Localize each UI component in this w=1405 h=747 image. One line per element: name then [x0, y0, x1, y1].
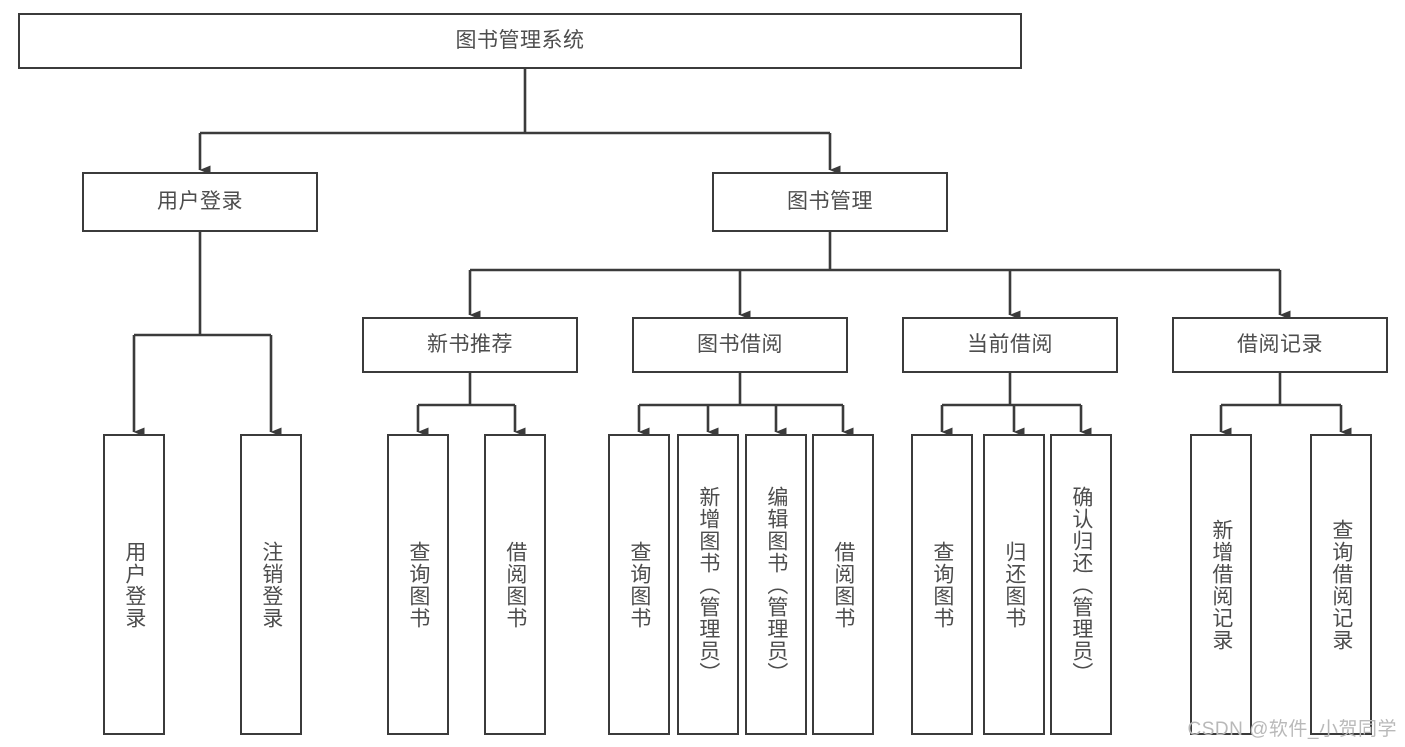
- node-leaf-query-book-1[interactable]: 查询图书: [387, 434, 449, 735]
- node-label: 确认归还（管理员）: [1069, 485, 1093, 684]
- node-user-login[interactable]: 用户登录: [82, 172, 318, 232]
- node-leaf-query-book-3[interactable]: 查询图书: [911, 434, 973, 735]
- node-root[interactable]: 图书管理系统: [18, 13, 1022, 69]
- node-label: 图书借阅: [697, 332, 783, 356]
- node-leaf-borrow-book-1[interactable]: 借阅图书: [484, 434, 546, 735]
- node-leaf-add-record[interactable]: 新增借阅记录: [1190, 434, 1252, 735]
- node-label: 归还图书: [1002, 540, 1026, 629]
- node-label: 当前借阅: [967, 332, 1053, 356]
- node-leaf-user-login[interactable]: 用户登录: [103, 434, 165, 735]
- node-leaf-user-logout[interactable]: 注销登录: [240, 434, 302, 735]
- node-label: 图书管理: [787, 189, 873, 213]
- node-leaf-borrow-book-2[interactable]: 借阅图书: [812, 434, 874, 735]
- node-label: 编辑图书（管理员）: [764, 485, 788, 684]
- node-label: 查询图书: [406, 540, 430, 629]
- node-current-borrow[interactable]: 当前借阅: [902, 317, 1118, 373]
- node-book-borrow[interactable]: 图书借阅: [632, 317, 848, 373]
- node-label: 借阅图书: [831, 540, 855, 629]
- node-label: 借阅图书: [503, 540, 527, 629]
- node-label: 新增借阅记录: [1209, 518, 1233, 651]
- node-label: 新增图书（管理员）: [696, 485, 720, 684]
- node-leaf-return-book[interactable]: 归还图书: [983, 434, 1045, 735]
- node-leaf-edit-book[interactable]: 编辑图书（管理员）: [745, 434, 807, 735]
- node-book-manage[interactable]: 图书管理: [712, 172, 948, 232]
- node-label: 查询图书: [930, 540, 954, 629]
- node-borrow-records[interactable]: 借阅记录: [1172, 317, 1388, 373]
- node-leaf-confirm-return[interactable]: 确认归还（管理员）: [1050, 434, 1112, 735]
- node-leaf-add-book[interactable]: 新增图书（管理员）: [677, 434, 739, 735]
- node-label: 用户登录: [122, 540, 146, 629]
- node-label: 查询借阅记录: [1329, 518, 1353, 651]
- watermark-text: CSDN @软件_小贺同学: [1187, 719, 1397, 740]
- node-label: 图书管理系统: [455, 28, 585, 52]
- node-label: 新书推荐: [427, 332, 513, 356]
- node-leaf-query-record[interactable]: 查询借阅记录: [1310, 434, 1372, 735]
- node-label: 查询图书: [627, 540, 651, 629]
- node-new-book-recommend[interactable]: 新书推荐: [362, 317, 578, 373]
- node-label: 借阅记录: [1237, 332, 1323, 356]
- node-leaf-query-book-2[interactable]: 查询图书: [608, 434, 670, 735]
- node-label: 用户登录: [157, 189, 243, 213]
- node-label: 注销登录: [259, 540, 283, 629]
